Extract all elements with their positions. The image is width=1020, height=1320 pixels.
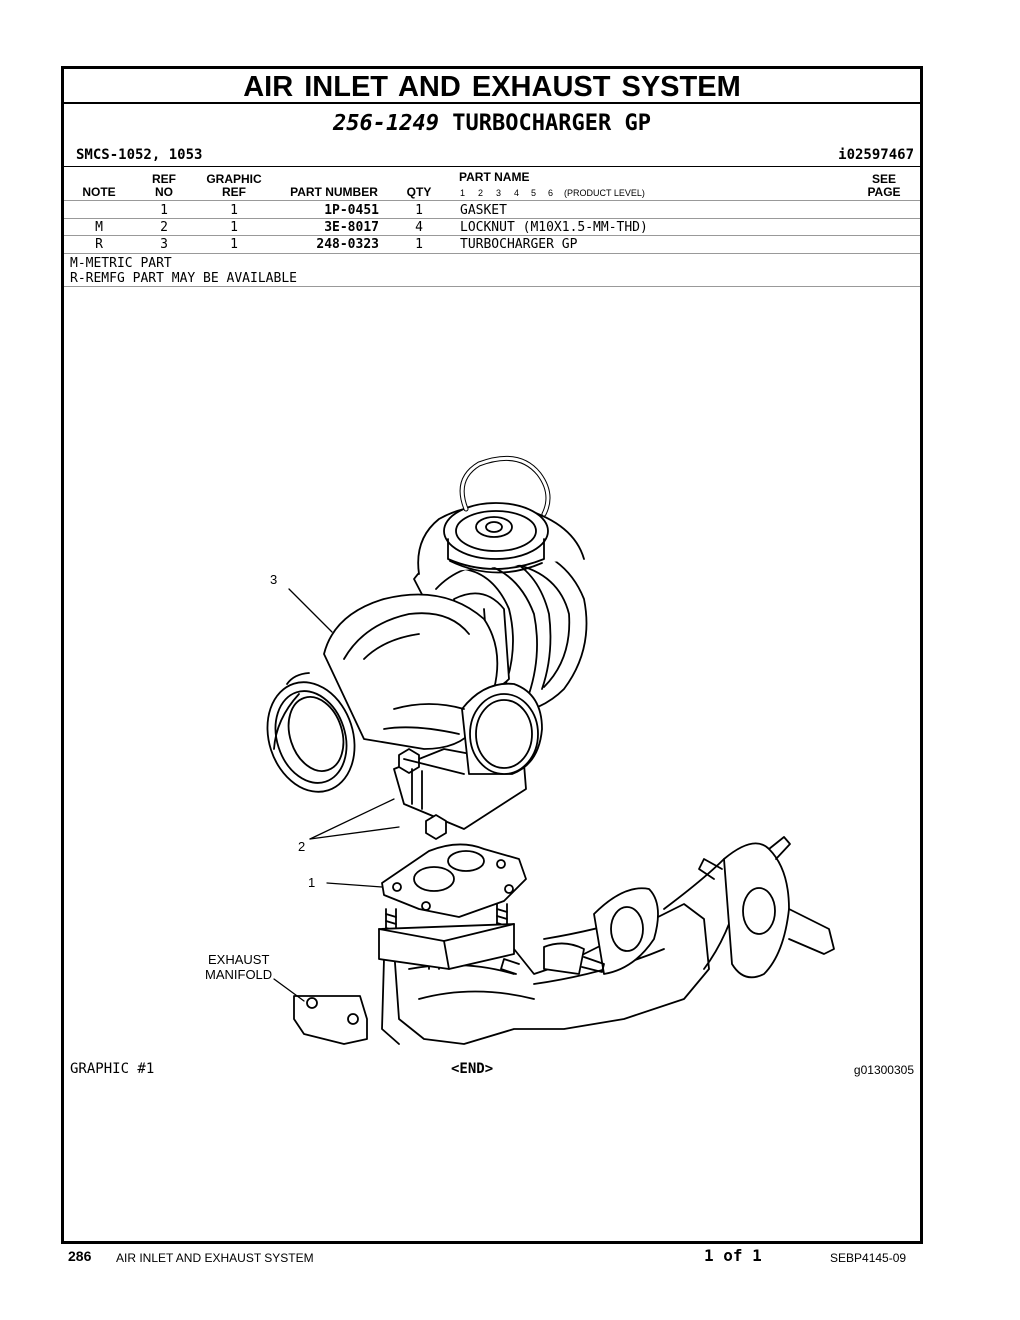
- leader-manifold: [273, 978, 305, 1002]
- turbocharger-illustration: [266, 455, 835, 1045]
- col-graphic-top: GRAPHIC: [206, 172, 262, 186]
- row-graphic: 1: [230, 203, 238, 218]
- manifold-label-line1: EXHAUST: [208, 952, 270, 967]
- row-graphic: 1: [230, 237, 238, 252]
- exhaust-manifold-drawing: [293, 836, 835, 1045]
- header-rule: [64, 166, 920, 167]
- callout-1: 1: [308, 875, 316, 890]
- row-part-number[interactable]: 3E-8017: [324, 220, 379, 235]
- turbocharger-drawing: [266, 455, 588, 840]
- product-level-label: (PRODUCT LEVEL): [564, 188, 645, 198]
- row-ref: 1: [160, 203, 168, 218]
- page-number: 286: [68, 1248, 92, 1264]
- col-ref-top: REF: [152, 172, 176, 186]
- col-note: NOTE: [82, 185, 116, 199]
- leader-3: [288, 588, 333, 633]
- col-ref-bottom: NO: [155, 185, 173, 199]
- graphic-label: GRAPHIC #1: [70, 1061, 155, 1077]
- row-part-name: LOCKNUT (M10X1.5-MM-THD): [460, 220, 648, 235]
- callout-leaders: [273, 588, 400, 1002]
- row-part-number[interactable]: 248-0323: [316, 237, 379, 252]
- group-number: 256-1249: [333, 111, 440, 136]
- end-marker: <END>: [451, 1061, 494, 1077]
- row-note: M: [95, 220, 103, 235]
- row-divider: [64, 235, 920, 236]
- manifold-studs: [378, 903, 515, 970]
- group-heading: 256-1249 TURBOCHARGER GP: [64, 111, 920, 136]
- footer-section: AIR INLET AND EXHAUST SYSTEM: [116, 1251, 314, 1265]
- col-qty: QTY: [406, 185, 432, 199]
- row-graphic: 1: [230, 220, 238, 235]
- smcs-code: SMCS-1052, 1053: [76, 147, 203, 163]
- gasket-drawing: [381, 843, 527, 918]
- col-graphic-bottom: REF: [222, 185, 246, 199]
- note-metric: M-METRIC PART: [70, 256, 172, 271]
- level-5: 5: [531, 188, 537, 198]
- row-part-name: TURBOCHARGER GP: [460, 237, 578, 252]
- illustration-id: i02597467: [838, 147, 914, 163]
- page-title: AIR INLET AND EXHAUST SYSTEM: [64, 69, 920, 104]
- leader-2: [309, 798, 395, 840]
- manifold-label-line2: MANIFOLD: [205, 967, 273, 982]
- callout-3: 3: [270, 572, 278, 587]
- level-6: 6: [548, 188, 554, 198]
- col-part-number: PART NUMBER: [290, 185, 378, 199]
- level-2: 2: [478, 188, 484, 198]
- row-qty: 4: [415, 220, 423, 235]
- graphic-number: g01300305: [853, 1063, 914, 1077]
- col-part-name: PART NAME: [459, 170, 530, 184]
- doc-number: SEBP4145-09: [830, 1251, 907, 1265]
- note-remfg: R-REMFG PART MAY BE AVAILABLE: [70, 271, 297, 286]
- row-note: R: [95, 237, 103, 252]
- col-see-bottom: PAGE: [867, 185, 901, 199]
- level-3: 3: [496, 188, 502, 198]
- row-divider: [64, 253, 920, 254]
- table-rule: [64, 200, 920, 201]
- page-frame: AIR INLET AND EXHAUST SYSTEM 256-1249 TU…: [61, 66, 923, 1244]
- row-qty: 1: [415, 237, 423, 252]
- row-divider: [64, 218, 920, 219]
- row-part-number[interactable]: 1P-0451: [324, 203, 379, 218]
- group-name: TURBOCHARGER GP: [452, 111, 651, 136]
- level-4: 4: [514, 188, 520, 198]
- row-ref: 3: [160, 237, 168, 252]
- row-part-name: GASKET: [460, 203, 507, 218]
- row-ref: 2: [160, 220, 168, 235]
- notes-rule: [64, 286, 920, 287]
- row-qty: 1: [415, 203, 423, 218]
- page-of: 1 of 1: [704, 1246, 762, 1265]
- leader-1: [326, 882, 383, 888]
- callout-2: 2: [298, 839, 306, 854]
- level-1: 1: [460, 188, 466, 198]
- col-see-top: SEE: [871, 172, 896, 186]
